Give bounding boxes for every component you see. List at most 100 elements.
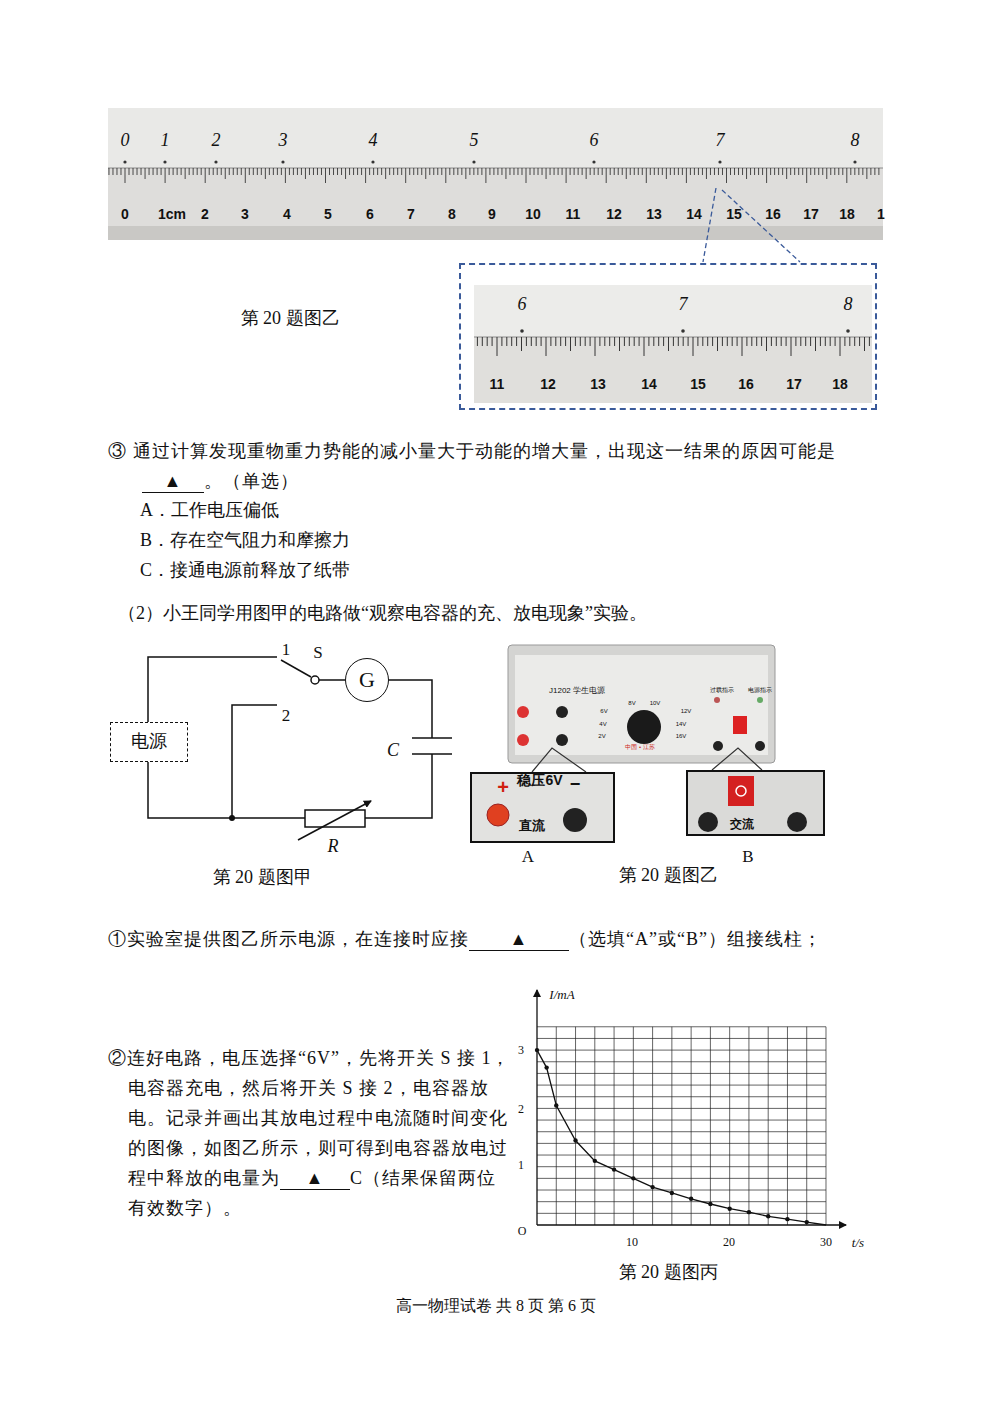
grid-line [537,1178,826,1179]
ruler-tick [624,337,625,346]
ruler-number: 5 [324,206,332,222]
ruler-tick [668,337,669,351]
ruler-tick [361,168,362,175]
ruler-tick [509,168,510,175]
ruler-number: 8 [448,206,456,222]
ruler-tick [598,168,599,175]
grid-line [652,1027,653,1225]
ruler-tick [864,337,865,351]
ruler-tick [658,168,659,175]
ruler-number: 7 [407,206,415,222]
ruler-tick [737,337,738,346]
ruler-tick [840,337,841,356]
ruler-tick [241,168,242,175]
ruler-tick [501,337,502,346]
data-point [785,1217,789,1221]
data-point [766,1214,770,1218]
ruler-tick [690,168,691,175]
ruler-tick [365,168,366,183]
inset-label: A [522,847,534,867]
grid-line [537,1213,826,1214]
ruler-tick [830,337,831,346]
ruler-tick [802,168,803,175]
ruler-tick [586,168,587,179]
ruler-tick [457,168,458,175]
current-time-graph [535,990,846,1225]
node-text: 稳压6V [517,773,562,788]
ruler-tick [754,168,755,175]
ruler-tick [389,168,390,175]
ruler-tick [859,337,860,346]
ruler-tick [181,168,182,175]
zoom-leader [703,188,800,262]
ruler-tick [770,168,771,175]
ruler-tick [173,168,174,175]
ruler-tick [622,168,623,175]
grid-line [556,1027,557,1225]
node-text: G [359,668,375,692]
ruler-tick [707,337,708,346]
ruler-tick [473,168,474,175]
inset-label: B [742,847,753,867]
grid-line [614,1027,615,1225]
ruler-number: 0 [121,206,129,222]
ruler-tick [112,168,113,175]
ruler-tick [281,168,282,175]
ruler-tick [245,168,246,183]
discharge-curve [537,1050,826,1225]
option-text: C．接通电源前释放了纸带 [140,560,350,581]
ruler-tick [702,337,703,346]
ruler-number: 4 [283,206,291,222]
ruler-tick [717,337,718,351]
ruler-number: 3 [241,206,249,222]
handwritten-number: 2 [212,130,221,151]
ruler-tick [790,168,791,175]
grid-line [537,1038,826,1039]
ruler-tick [774,168,775,175]
ruler-tick [810,337,811,346]
ruler-number: 13 [646,206,662,222]
ruler-tick [538,168,539,175]
ruler-tick [688,337,689,346]
ruler-tick [574,168,575,175]
ruler-tick [575,337,576,346]
ruler-tick [830,168,831,175]
ruler-tick [648,337,649,346]
ruler-tick [742,168,743,175]
grid-line [806,1027,807,1225]
ruler-tick [169,168,170,175]
ruler-tick [766,168,767,183]
axis-number: 20 [723,1236,735,1250]
ruler-tick [862,168,863,175]
ruler-tick [626,168,627,179]
ruler-tick [738,168,739,175]
ruler-tick [157,168,158,175]
circuit-wires [148,657,452,840]
grid-line [537,1096,826,1097]
axis-title: I/mA [549,988,574,1003]
ruler-tick [849,337,850,346]
ruler-tick [599,337,600,346]
grid-line [691,1027,692,1225]
data-point [689,1197,693,1201]
answer-blank: ▲ [469,928,569,951]
ruler-tick [742,337,743,356]
grid-line [768,1027,769,1225]
ruler-tick [810,168,811,175]
ruler-tick [794,168,795,175]
ruler-tick [541,337,542,346]
figure-caption: 第 20 题图甲 [213,867,312,888]
option-text: B．存在空气阻力和摩擦力 [140,530,350,551]
ruler-tick [771,337,772,346]
ruler-tick [678,337,679,346]
ruler-tick [815,337,816,351]
node-text: 15 [690,377,706,392]
ruler-tick [619,337,620,351]
ruler-tick [614,168,615,175]
ruler-tick [614,337,615,346]
data-point [747,1210,751,1214]
node-text: 6 [518,295,527,315]
data-point [612,1167,616,1171]
ruler-tick [726,168,727,183]
tape-dot [163,160,166,163]
